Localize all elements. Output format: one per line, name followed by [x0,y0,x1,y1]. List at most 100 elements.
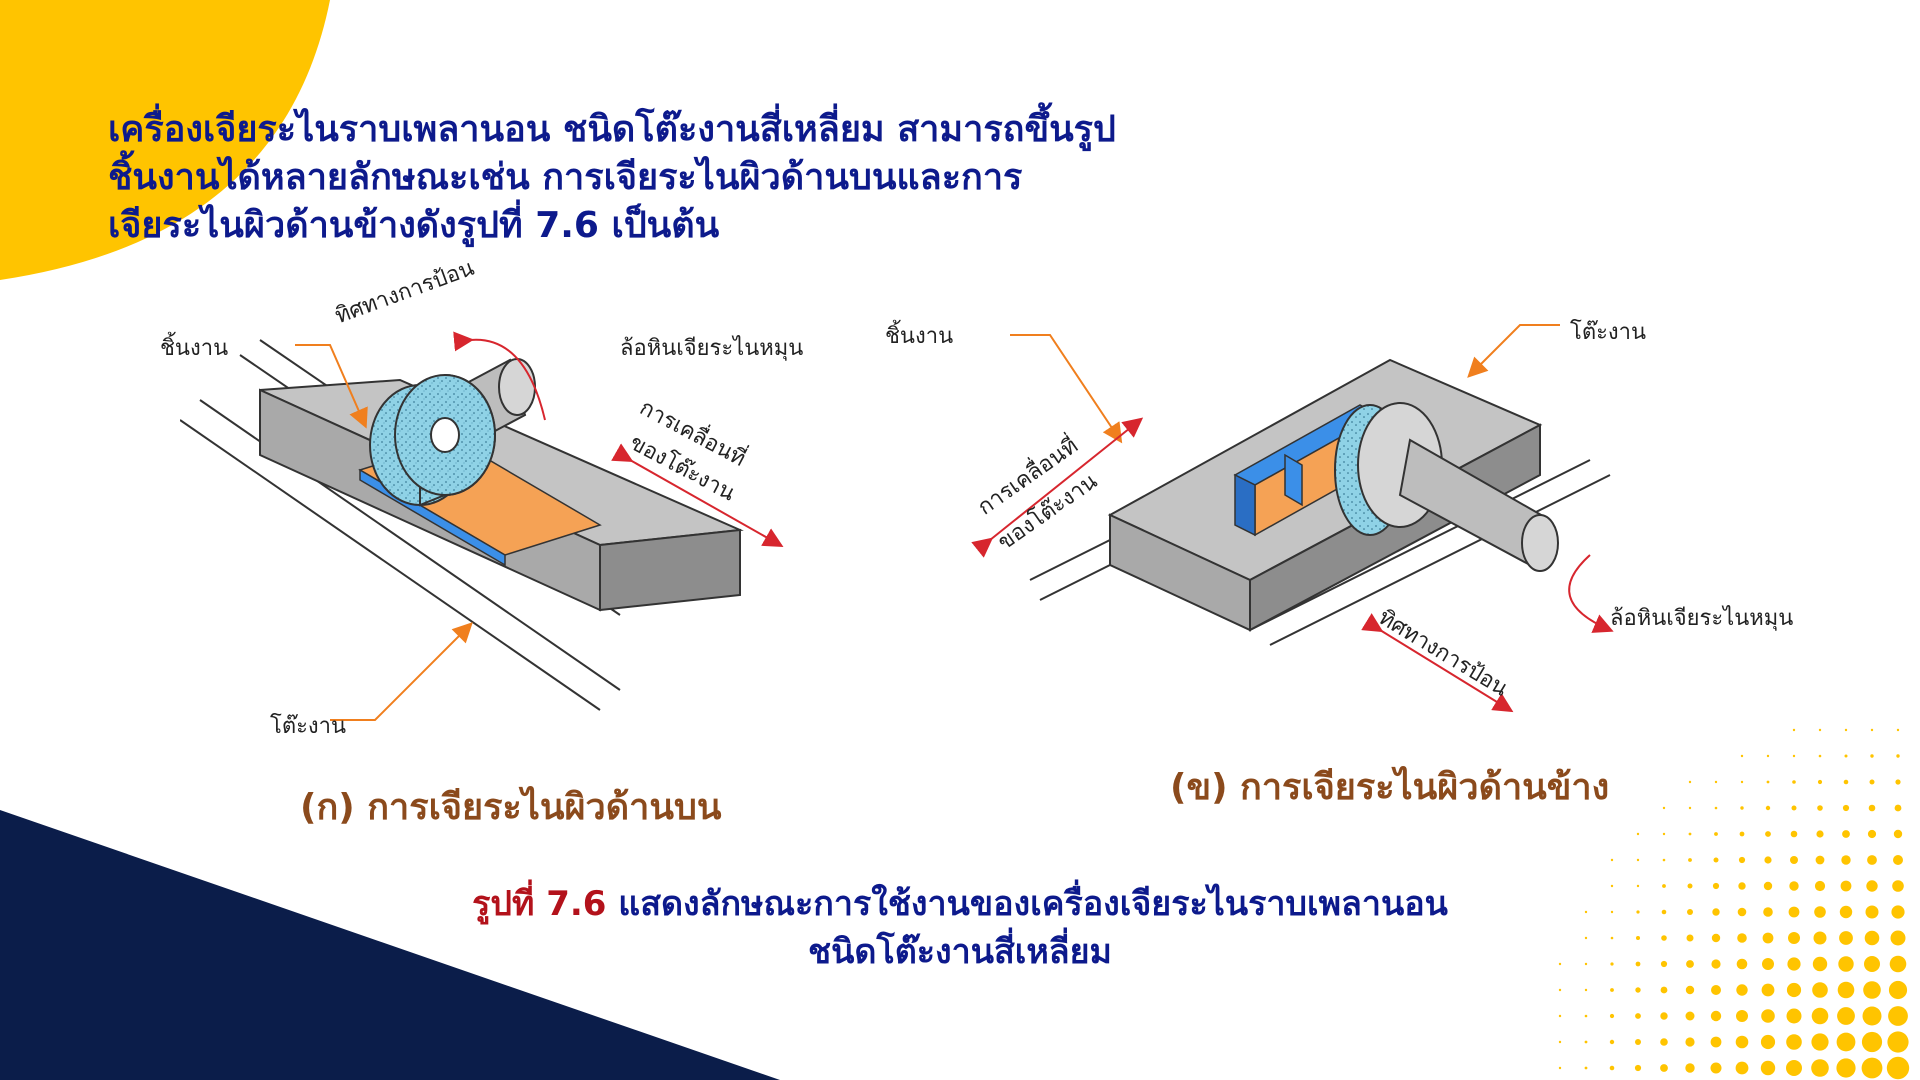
decorative-dot [1789,881,1799,891]
intro-line-3: เจียระไนผิวด้านข้างดังรูปที่ 7.6 เป็นต้น [108,205,720,246]
decorative-dot [1812,982,1828,998]
decorative-dot [1836,1032,1856,1052]
decorative-dot [1763,907,1773,917]
decorative-dot [1711,985,1721,995]
decorative-dot [1888,980,1908,1000]
subtitle-figure-b: (ข) การเจียระไนผิวด้านข้าง [1170,767,1610,808]
decorative-dot [1760,1060,1776,1076]
decorative-dot [1844,754,1848,758]
decorative-dot [1661,909,1667,915]
bottom-left-navy-shape [0,810,780,1080]
decorative-dot [1736,958,1748,970]
decorative-dot [1893,829,1903,839]
wheel-rotation-arrow [1568,554,1614,633]
decorative-dot [1837,1007,1855,1025]
decorative-dot [1558,1066,1562,1070]
decorative-dot [1894,804,1902,812]
decorative-dot [1738,882,1746,890]
decorative-dot [1660,1012,1668,1020]
decorative-dot [1660,986,1668,994]
decorative-dot [1864,956,1880,972]
decorative-dot [1893,855,1903,865]
decorative-dot [1792,780,1796,784]
decorative-dot [1762,958,1774,970]
decorative-dot [1870,754,1874,758]
decorative-dot [1740,754,1744,758]
decorative-dot [1636,910,1640,914]
decorative-dot [1635,1039,1641,1045]
decorative-dot [1818,728,1822,732]
decorative-dot [1660,960,1668,968]
top-left-yellow-shape [0,0,330,280]
decorative-dot [1887,1031,1909,1053]
decorative-dot [1814,906,1826,918]
decorative-dot [1813,931,1827,945]
decorative-dot [1836,1058,1856,1078]
decorative-dot [1867,829,1877,839]
decorative-dot [1889,955,1907,973]
decorative-dot [1861,1031,1883,1053]
table-motion-arrow [611,443,784,547]
top-grinding-illustration [179,331,784,721]
decorative-dot [1558,988,1562,992]
decorative-dot [1896,728,1900,732]
decorative-dot [1892,880,1904,892]
decorative-dot [1811,1007,1829,1025]
figure-caption: รูปที่ 7.6 แสดงลักษณะการใช้งานของเครื่อง… [0,880,1920,976]
decorative-dot [1863,981,1881,999]
decorative-dot [1870,728,1874,732]
decorative-dot [1662,806,1666,810]
workpiece-leader [1010,334,1123,444]
decorative-dot [1688,780,1692,784]
decorative-dot [1714,832,1718,836]
decorative-dot [1861,1057,1883,1079]
decorative-dot [1762,932,1774,944]
workpiece-leader [295,344,368,429]
decorative-dot [1766,780,1770,784]
table-motion-arrow [971,417,1144,558]
intro-line-2: ชิ้นงานได้หลายลักษณะเช่น การเจียระไนผิวด… [108,157,1023,198]
decorative-dot [1837,981,1855,999]
decorative-dot [1610,962,1614,966]
decorative-dot [1867,855,1877,865]
spindle [1398,438,1559,572]
decorative-dot [1710,1062,1722,1074]
label-wheel-rotation: ล้อหินเจียระไนหมุน [1610,606,1794,631]
decorative-dot [1609,1065,1615,1071]
decorative-dot [1842,830,1850,838]
decorative-dot [1764,856,1772,864]
decorative-dot [1634,1064,1642,1072]
decorative-dot [1786,1008,1802,1024]
decorative-dot [1864,930,1880,946]
decorative-dot [1888,1006,1908,1026]
decorative-dot [1842,804,1850,812]
decorative-dot [1786,982,1802,998]
decorative-dot [1713,857,1719,863]
decorative-dot [1687,883,1693,889]
decorative-dot [1740,780,1744,784]
decorative-dot [1811,1033,1829,1051]
figure-side-surface-grinding: ชิ้นงาน โต๊ะงาน การเคลื่อนที่ ของโต๊ะงาน… [885,300,1850,740]
wheel-rotation-arrow [453,331,546,421]
decorative-dot [1737,907,1747,917]
decorative-dot [1688,806,1692,810]
decorative-dot [1862,1006,1882,1026]
decorative-dot [1817,805,1823,811]
decorative-dot [1869,779,1875,785]
decorative-dot [1710,1036,1722,1048]
decorative-dot [1609,1013,1615,1019]
decorative-dot [1558,1040,1562,1044]
decorative-dot [1686,934,1694,942]
decorative-dot [1735,1061,1749,1075]
decorative-dot [1610,884,1614,888]
decorative-dot [1662,858,1666,862]
decorative-dot [1792,728,1796,732]
decorative-dot [1840,880,1852,892]
decorative-dot [1610,858,1614,862]
decorative-dot [1685,1011,1695,1021]
decorative-dot [1584,1040,1588,1044]
decorative-dot [1660,1038,1668,1046]
bottom-right-dot-pattern [1558,728,1910,1080]
decorative-dot [1685,1037,1695,1047]
